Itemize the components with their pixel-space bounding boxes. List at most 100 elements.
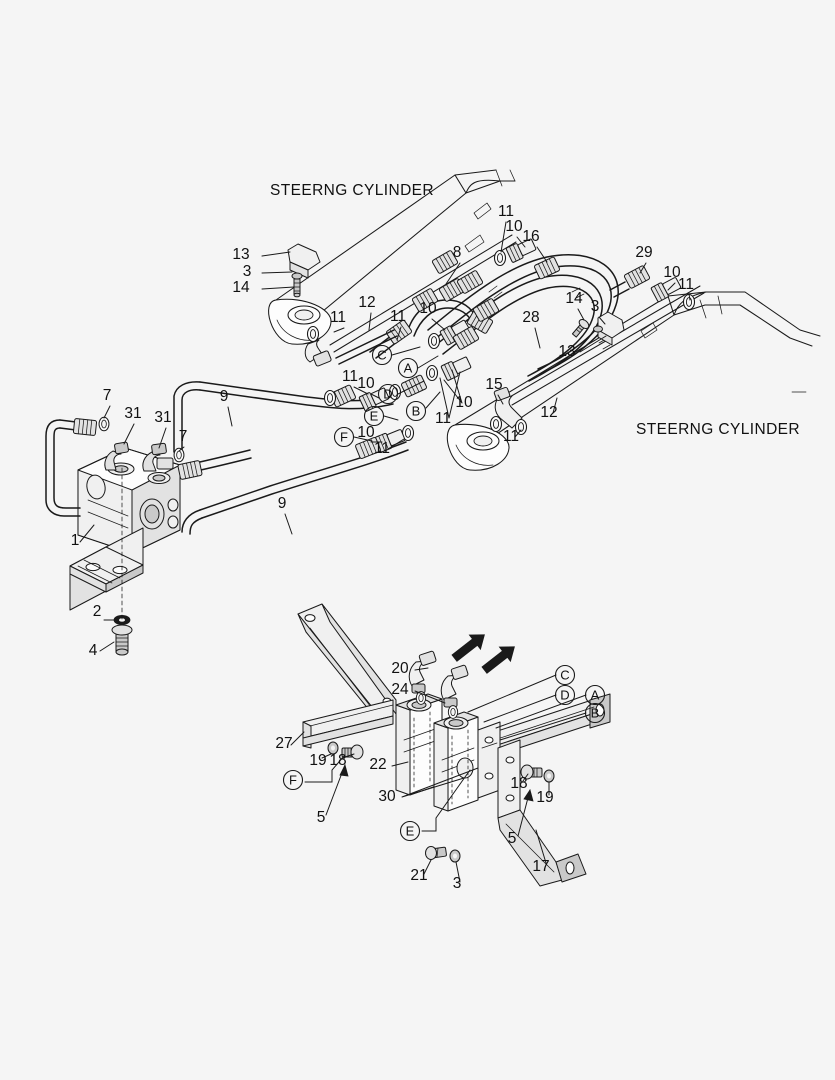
callout-31-c-31b: 31: [154, 409, 171, 426]
callout-1-c-1: 1: [71, 532, 80, 549]
washer-3-bottom: [449, 849, 461, 863]
callout-5-c-5b: 5: [508, 830, 517, 847]
callout-14-c-14a: 14: [232, 279, 250, 296]
callout-9-c-9a: 9: [220, 388, 229, 405]
tube-12-right: [507, 285, 705, 406]
arm-upper-left: [297, 603, 397, 727]
oring-7-left: [98, 416, 110, 432]
callout-17-c-17: 17: [532, 858, 549, 875]
arrow-upper-right: [481, 646, 515, 674]
circle-letter: A: [404, 361, 413, 376]
callout-11-c-11b: 11: [678, 276, 694, 293]
circle-outline: [584, 702, 606, 724]
circle-letter: B: [591, 706, 600, 721]
callout-11-c-11e: 11: [342, 368, 358, 385]
callout-4-c-4: 4: [89, 642, 98, 659]
callout-10-c-10d: 10: [357, 375, 375, 392]
callout-30-c-30: 30: [378, 788, 396, 805]
circle-outline: [363, 405, 385, 427]
circ-C-lower: C: [554, 664, 576, 686]
circ-A-lower: A: [584, 684, 606, 706]
callout-11-c-11f: 11: [435, 410, 451, 427]
bracket-17: [497, 739, 587, 887]
bolt-4: [111, 624, 133, 656]
callout-24-c-24: 24: [391, 681, 409, 698]
fitting-group-29: [609, 264, 696, 311]
washer-19-left: [327, 741, 339, 755]
circ-F-upper: F: [333, 426, 355, 448]
circle-outline: [554, 684, 576, 706]
leader-lines: [79, 221, 691, 883]
callout-3-c-3b: 3: [591, 298, 600, 315]
callout-9-c-9b: 9: [278, 495, 287, 512]
callout-31-c-31a: 31: [124, 405, 141, 422]
circle-outline: [282, 769, 304, 791]
connector-plate-30: [477, 721, 501, 799]
callout-3-c-3a: 3: [243, 263, 252, 280]
callout-11-c-11c: 11: [390, 308, 406, 325]
circle-letter: E: [406, 824, 415, 839]
circ-E-upper: E: [363, 405, 385, 427]
caption-left: STEERNG CYLINDER: [270, 182, 434, 199]
circle-outline: [584, 684, 606, 706]
callout-19-c-19b: 19: [536, 789, 553, 806]
flow-arrows: [451, 634, 515, 674]
callout-3-c-3c: 3: [453, 875, 462, 892]
callout-5-c-5a: 5: [317, 809, 326, 826]
callout-10-c-10f: 10: [357, 424, 375, 441]
tube-left-cyl-lower: [335, 329, 398, 365]
callout-29-c-29: 29: [635, 244, 652, 261]
bracket-27: [302, 699, 394, 749]
circle-outline: [397, 357, 419, 379]
callout-11-c-11g: 11: [503, 428, 519, 445]
callout-11-c-11h: 11: [374, 440, 390, 457]
arrow-upper-left: [451, 634, 485, 662]
circ-E-lower: E: [399, 820, 421, 842]
callout-10-c-10e: 10: [455, 394, 473, 411]
circle-letter: A: [591, 688, 600, 703]
elbow-15: [493, 386, 528, 436]
callout-2-c-2: 2: [93, 603, 102, 620]
caption-right: STEERNG CYLINDER: [636, 421, 800, 438]
circle-letter: D: [560, 688, 569, 703]
callout-13-c-13b: 13: [558, 343, 575, 360]
bolt-21: [425, 846, 447, 860]
callout-13-c-13a: 13: [232, 246, 249, 263]
circ-B-lower: B: [584, 702, 606, 724]
right-steering-cylinder: [446, 291, 821, 471]
callout-20-c-20: 20: [391, 660, 409, 677]
hose-to-pump-left: [45, 417, 98, 517]
pump-mount-bracket: [69, 527, 144, 611]
circ-F-lower: F: [282, 769, 304, 791]
circ-B-upper: B: [405, 400, 427, 422]
circ-D-upper: D: [377, 383, 399, 405]
callout-10-c-10b: 10: [663, 264, 681, 281]
valve-block-22-right: [433, 711, 479, 812]
elbow-31-right: [142, 442, 174, 472]
circle-letter: E: [370, 409, 379, 424]
hose-to-pump-right: [177, 449, 252, 481]
circle-letter: F: [289, 773, 297, 788]
callout-22-c-22: 22: [369, 756, 386, 773]
lower-assembly: [297, 603, 611, 887]
callout-21-c-21: 21: [410, 867, 427, 884]
oring-24-right: [447, 705, 459, 719]
callout-16-c-16: 16: [522, 228, 539, 245]
callout-7-c-7b: 7: [179, 428, 188, 445]
pump-valve-assembly: [45, 416, 252, 656]
circle-letter: C: [377, 348, 386, 363]
block-13-left: [287, 243, 321, 298]
circle-letter: F: [340, 430, 348, 445]
circle-letter: C: [560, 668, 569, 683]
fitting-under-right-eye: [489, 415, 503, 433]
fitting-under-left-eye: [304, 325, 332, 367]
callout-8-c-8: 8: [453, 244, 462, 261]
callout-28-c-28: 28: [522, 309, 539, 326]
block-13-right: [571, 311, 625, 346]
washer-19-right: [543, 769, 555, 783]
circ-C-upper: C: [371, 344, 393, 366]
callout-15-c-15: 15: [485, 376, 502, 393]
callout-14-c-14b: 14: [565, 290, 583, 307]
